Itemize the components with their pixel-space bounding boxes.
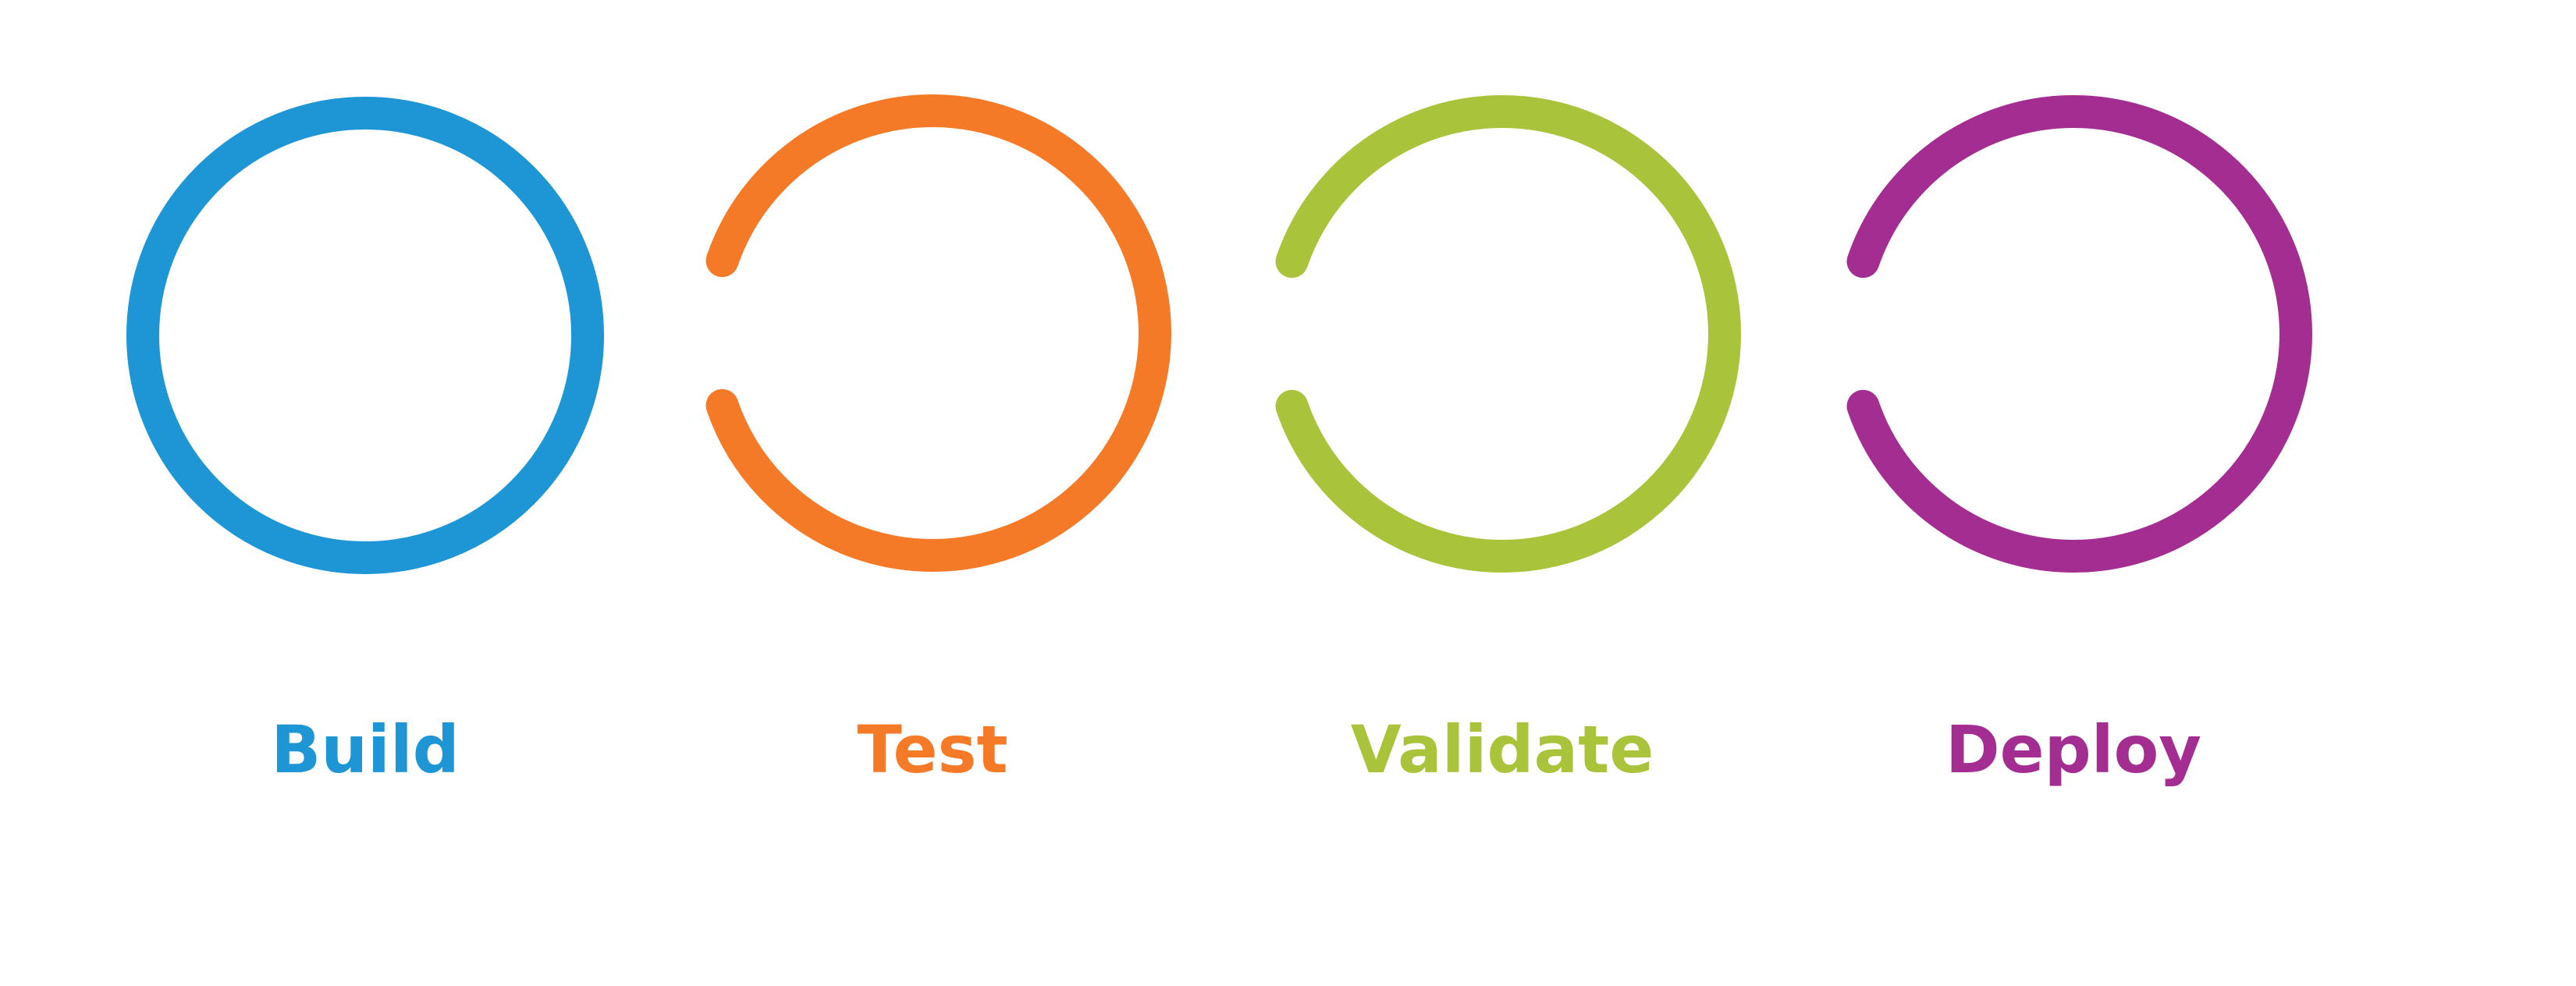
- validate-ring-icon: [1275, 95, 1741, 573]
- stage-label-build: Build: [271, 711, 460, 788]
- stage-label-test: Test: [857, 711, 1007, 788]
- stage-test: Test: [705, 94, 1171, 788]
- build-ring-icon: [126, 97, 605, 574]
- stage-deploy: Deploy: [1846, 95, 2312, 788]
- stage-validate: Validate: [1275, 95, 1741, 788]
- test-ring-icon: [705, 94, 1171, 572]
- stage-build: Build: [126, 97, 605, 788]
- deploy-ring-icon: [1846, 95, 2312, 573]
- stage-label-deploy: Deploy: [1945, 711, 2201, 788]
- stage-label-validate: Validate: [1351, 711, 1654, 788]
